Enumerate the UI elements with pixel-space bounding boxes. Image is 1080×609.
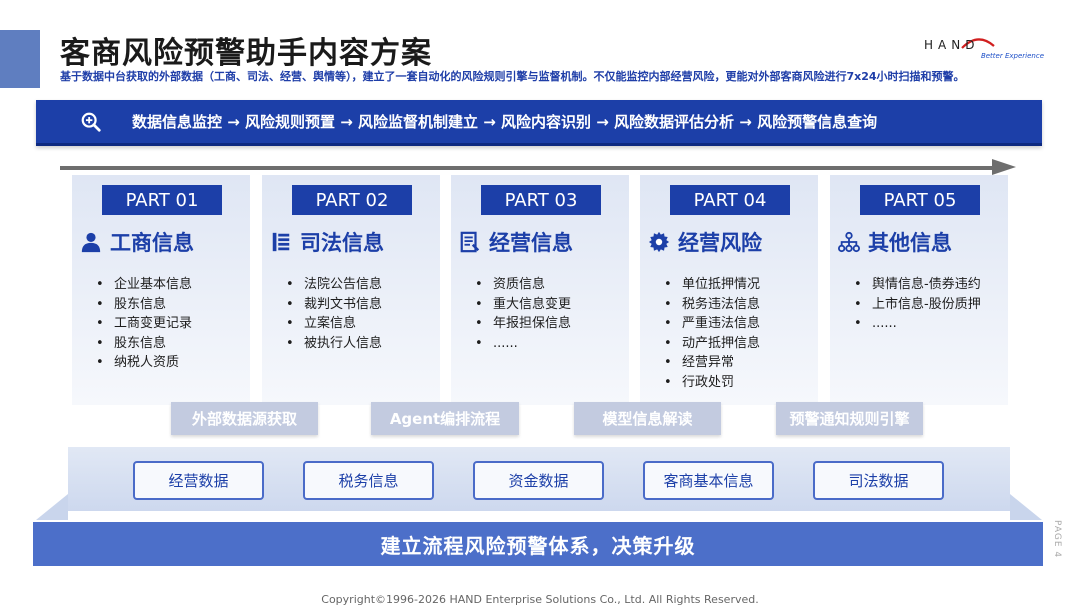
part-title: 司法信息 [300,231,384,255]
timeline-arrow-head [992,159,1016,175]
part-item-list: 法院公告信息 裁判文书信息 立案信息 被执行人信息 [286,275,382,353]
list-item: 税务违法信息 [664,295,760,315]
list-item: 行政处罚 [664,373,760,393]
list-icon [272,232,290,252]
list-item: 股东信息 [96,295,192,315]
part-header: 经营风险 [648,227,762,257]
process-model-interpretation: 模型信息解读 [574,402,721,435]
network-icon [838,231,860,253]
part-column-04: PART 04 经营风险 单位抵押情况 税务违法信息 严重违法信息 动产抵押信息… [640,175,818,405]
logo-tagline: Better Experience [980,52,1044,60]
list-item: 经营异常 [664,353,760,373]
list-item: ...... [854,314,981,334]
data-source-funds: 资金数据 [473,461,604,500]
timeline-line [60,166,995,170]
magnifier-plus-icon [81,112,101,132]
list-item: 被执行人信息 [286,334,382,354]
part-tag: PART 03 [481,185,601,215]
part-header: 司法信息 [270,227,384,257]
list-item: 上市信息-股份质押 [854,295,981,315]
process-flow-bar: 数据信息监控 → 风险规则预置 → 风险监督机制建立 → 风险内容识别 → 风险… [36,100,1042,146]
copyright-text: Copyright©1996-2026 HAND Enterprise Solu… [321,593,759,606]
base-banner: 建立流程风险预警体系，决策升级 [33,522,1043,566]
list-item: 纳税人资质 [96,353,192,373]
list-item: 资质信息 [475,275,571,295]
part-header: 其他信息 [838,227,952,257]
list-item: 动产抵押信息 [664,334,760,354]
part-item-list: 企业基本信息 股东信息 工商变更记录 股东信息 纳税人资质 [96,275,192,373]
page-title: 客商风险预警助手内容方案 [60,36,432,71]
platform-left-edge [36,494,68,520]
page-subtitle: 基于数据中台获取的外部数据（工商、司法、经营、舆情等），建立了一套自动化的风险规… [60,70,965,83]
person-icon [81,232,101,253]
part-item-list: 舆情信息-债券违约 上市信息-股份质押 ...... [854,275,981,334]
list-item: 年报担保信息 [475,314,571,334]
list-item: 舆情信息-债券违约 [854,275,981,295]
gear-icon [648,231,670,253]
data-source-tax: 税务信息 [303,461,434,500]
part-column-05: PART 05 其他信息 舆情信息-债券违约 上市信息-股份质押 ...... [830,175,1008,405]
part-tag: PART 04 [670,185,790,215]
part-title: 工商信息 [110,231,194,255]
list-item: 严重违法信息 [664,314,760,334]
part-item-list: 单位抵押情况 税务违法信息 严重违法信息 动产抵押信息 经营异常 行政处罚 [664,275,760,393]
data-source-judicial: 司法数据 [813,461,944,500]
hand-logo: HAND Better Experience [924,38,1044,64]
platform-right-edge [1010,494,1042,520]
part-item-list: 资质信息 重大信息变更 年报担保信息 ...... [475,275,571,353]
part-title: 经营风险 [678,231,762,255]
part-tag: PART 02 [292,185,412,215]
list-item: 立案信息 [286,314,382,334]
page-number: PAGE 4 [1052,520,1062,559]
list-item: 法院公告信息 [286,275,382,295]
corner-accent-block [0,30,40,88]
part-title: 其他信息 [868,231,952,255]
process-external-data: 外部数据源获取 [171,402,318,435]
list-item: 工商变更记录 [96,314,192,334]
list-item: 企业基本信息 [96,275,192,295]
list-item: 单位抵押情况 [664,275,760,295]
parts-columns: PART 01 工商信息 企业基本信息 股东信息 工商变更记录 股东信息 纳税人… [72,175,1008,405]
part-tag: PART 05 [860,185,980,215]
document-icon [460,231,480,253]
part-column-02: PART 02 司法信息 法院公告信息 裁判文书信息 立案信息 被执行人信息 [262,175,440,405]
timeline-arrow [60,158,1016,175]
logo-text: HAND [924,38,980,52]
process-flow-text: 数据信息监控 → 风险规则预置 → 风险监督机制建立 → 风险内容识别 → 风险… [132,113,878,131]
list-item: 裁判文书信息 [286,295,382,315]
data-source-merchant-basic: 客商基本信息 [643,461,774,500]
data-source-operations: 经营数据 [133,461,264,500]
list-item: ...... [475,334,571,354]
part-header: 工商信息 [80,227,194,257]
list-item: 重大信息变更 [475,295,571,315]
part-title: 经营信息 [489,231,573,255]
part-column-03: PART 03 经营信息 资质信息 重大信息变更 年报担保信息 ...... [451,175,629,405]
part-header: 经营信息 [459,227,573,257]
process-agent-flow: Agent编排流程 [371,402,519,435]
list-item: 股东信息 [96,334,192,354]
part-tag: PART 01 [102,185,222,215]
part-column-01: PART 01 工商信息 企业基本信息 股东信息 工商变更记录 股东信息 纳税人… [72,175,250,405]
logo-swoosh-icon [961,38,995,49]
process-alert-rule-engine: 预警通知规则引擎 [776,402,923,435]
